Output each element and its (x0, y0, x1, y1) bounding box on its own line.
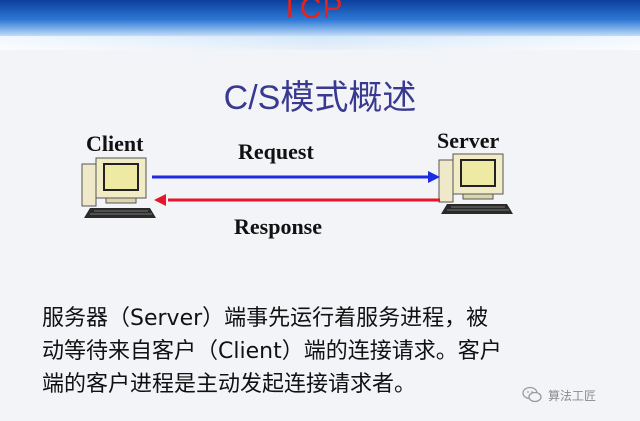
client-label: Client (86, 131, 144, 156)
watermark: 算法工匠 (522, 384, 596, 406)
description-line-2: 动等待来自客户（Client）端的连接请求。客户 (42, 339, 502, 364)
request-arrowhead (428, 171, 440, 183)
description-line-3: 端的客户进程是主动发起连接请求者。 (42, 372, 417, 397)
description-text: 服务器（Server）端事先运行着服务进程，被 动等待来自客户（Client）端… (42, 302, 622, 401)
server-label: Server (437, 128, 500, 153)
request-label: Request (238, 139, 314, 164)
client-computer-icon (81, 157, 156, 218)
server-computer-icon (438, 153, 513, 214)
wechat-icon (522, 386, 542, 403)
watermark-text: 算法工匠 (548, 388, 597, 403)
description-line-1: 服务器（Server）端事先运行着服务进程，被 (42, 306, 489, 331)
top-banner: TCP (0, 0, 640, 50)
slide-title: C/S模式概述 (223, 79, 417, 117)
response-arrowhead (154, 194, 166, 206)
banner-title: TCP (280, 0, 344, 25)
banner-swoosh (0, 36, 640, 50)
response-label: Response (234, 214, 323, 239)
